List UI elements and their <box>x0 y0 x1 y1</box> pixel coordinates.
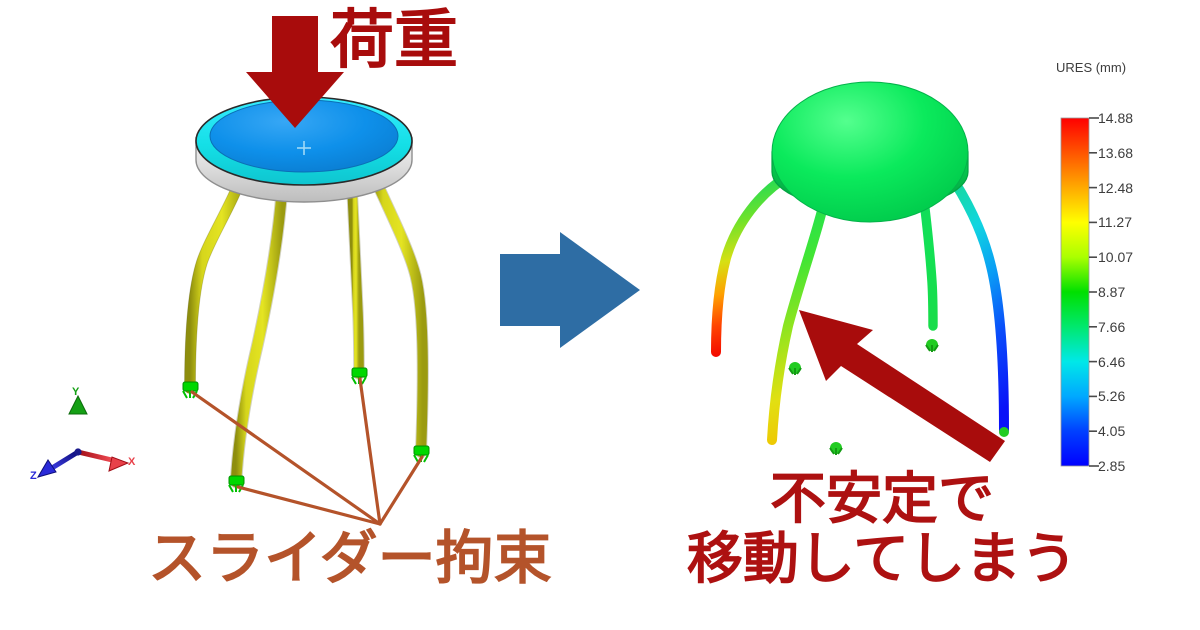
right-restraint-markers <box>788 339 1009 455</box>
legend-colorbar <box>1060 117 1099 467</box>
leg-front-right <box>366 166 429 458</box>
right-model-group <box>711 81 1009 462</box>
left-restraint-markers <box>182 367 430 493</box>
axis-label-y: Y <box>72 386 80 398</box>
legend-tick-value: 7.66 <box>1098 318 1126 335</box>
legend-tick-value: 13.68 <box>1098 144 1134 161</box>
deformed-leg-back-left <box>767 181 833 445</box>
load-label: 荷重 <box>330 4 458 78</box>
legend-tick-marks <box>1089 117 1099 467</box>
legend-tick-value: 10.07 <box>1098 249 1134 266</box>
restraint-marker <box>788 362 802 375</box>
restraint-label: スライダー拘束 <box>148 524 552 592</box>
coordinate-triad-graphic <box>36 394 130 478</box>
restraint-marker <box>999 427 1009 437</box>
restraint-marker <box>228 475 245 493</box>
restraint-leader-lines <box>190 377 424 526</box>
axis-label-x: X <box>128 456 136 468</box>
restraint-marker <box>413 445 430 463</box>
deformed-leg-front-left <box>711 170 795 357</box>
result-label-line2: 移動してしまう <box>686 527 1078 593</box>
legend-tick-value: 4.05 <box>1098 423 1126 440</box>
load-arrow <box>246 16 344 128</box>
restraint-marker <box>829 442 843 455</box>
right-model-seat <box>771 81 969 223</box>
legend-tick-value: 2.85 <box>1098 458 1126 474</box>
result-label: 不安定で 移動してしまう <box>682 467 1082 593</box>
legend-tick-value: 11.27 <box>1098 214 1132 231</box>
legend-tick-value: 14.88 <box>1098 110 1134 126</box>
movement-callout-arrow <box>799 310 1005 462</box>
legend-tick-value: 6.46 <box>1098 353 1126 370</box>
deformed-leg-front-right <box>943 167 1009 435</box>
transition-arrow-group <box>500 232 640 348</box>
left-model-seat <box>195 96 413 203</box>
left-model-group <box>182 16 430 526</box>
restraint-marker <box>925 339 939 352</box>
legend-tick-value: 12.48 <box>1098 179 1134 196</box>
deformed-seat-top <box>771 81 969 223</box>
legend-tick-value: 5.26 <box>1098 388 1126 405</box>
restraint-marker <box>182 381 199 399</box>
left-model-legs <box>184 162 429 489</box>
seat-center-marker <box>297 141 311 155</box>
legend-tick-labels: 14.88 13.68 12.48 11.27 10.07 8.87 7.66 6.46 5.2… <box>1098 106 1168 476</box>
result-label-line1: 不安定で <box>770 467 994 532</box>
legend-tick-value: 8.87 <box>1098 284 1126 300</box>
axis-label-z: Z <box>30 470 37 482</box>
legend-title: URES (mm) <box>1056 60 1127 75</box>
right-arrow-icon <box>500 232 640 348</box>
